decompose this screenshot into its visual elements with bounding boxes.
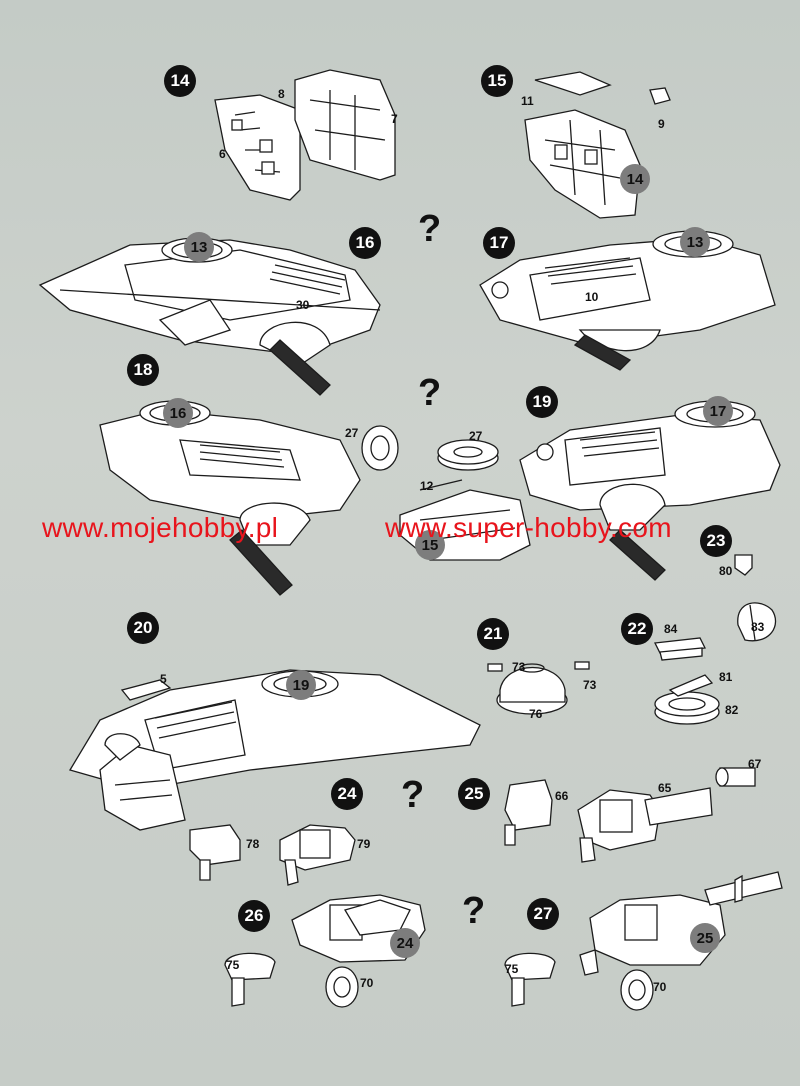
- step-number-26: 26: [238, 900, 270, 932]
- step-15-parts: [524, 71, 671, 219]
- step-17-hull: [479, 230, 776, 371]
- part-number: 79: [357, 837, 371, 851]
- part-number: 27: [469, 429, 483, 443]
- step-number-19: 19: [526, 386, 558, 418]
- step-number-20: 20: [127, 612, 159, 644]
- question-mark-icon: ?: [418, 208, 442, 250]
- part-number: 70: [360, 976, 374, 990]
- part-number: 66: [555, 789, 569, 803]
- step-27-parts: [504, 871, 783, 1011]
- watermark-mojehobby: www.mojehobby.pl: [42, 512, 279, 543]
- ref-circle-17: 17: [703, 396, 733, 426]
- step-16-hull: [38, 237, 381, 396]
- step-26-parts: [224, 894, 426, 1008]
- step-number-17: 17: [483, 227, 515, 259]
- step-number-22: 22: [621, 613, 653, 645]
- step-14-parts: [214, 69, 396, 201]
- step-24-parts: [189, 824, 356, 886]
- part-number: 81: [719, 670, 733, 684]
- part-number: 5: [160, 672, 167, 686]
- step-23-parts: [734, 554, 777, 642]
- step-number-21: 21: [477, 618, 509, 650]
- step-19-hull: [519, 400, 781, 581]
- part-number: 30: [296, 298, 310, 312]
- ref-circle-15: 15: [415, 530, 445, 560]
- question-mark-icon: ?: [462, 890, 486, 932]
- part-number: 6: [219, 147, 226, 161]
- part-number: 80: [719, 564, 733, 578]
- step-25-parts: [504, 767, 756, 863]
- step-18-hull: [99, 400, 399, 596]
- ref-circle-16: 16: [163, 398, 193, 428]
- part-number: 12: [420, 479, 434, 493]
- step-number-24: 24: [331, 778, 363, 810]
- part-number: 76: [529, 707, 543, 721]
- ref-circle-24: 24: [390, 928, 420, 958]
- step-22-parts: [654, 637, 720, 725]
- part-number: 7: [391, 112, 398, 126]
- part-number: 11: [521, 94, 534, 108]
- step-21-parts: [487, 661, 590, 715]
- part-number: 73: [512, 660, 526, 674]
- step-number-27: 27: [527, 898, 559, 930]
- part-number: 78: [246, 837, 260, 851]
- part-number: 75: [505, 962, 519, 976]
- step-number-15: 15: [481, 65, 513, 97]
- part-number: 84: [664, 622, 678, 636]
- part-number: 67: [748, 757, 762, 771]
- part-number: 10: [585, 290, 599, 304]
- ref-circle-25: 25: [690, 923, 720, 953]
- part-number: 8: [278, 87, 285, 101]
- step-number-23: 23: [700, 525, 732, 557]
- question-mark-icon: ?: [418, 372, 442, 414]
- part-number: 9: [658, 117, 665, 131]
- ref-circle-13: 13: [184, 232, 214, 262]
- part-number: 65: [658, 781, 672, 795]
- part-number: 73: [583, 678, 597, 692]
- part-number: 82: [725, 703, 739, 717]
- step-number-14: 14: [164, 65, 196, 97]
- question-mark-icon: ?: [401, 774, 425, 816]
- step-number-16: 16: [349, 227, 381, 259]
- part-number: 27: [345, 426, 359, 440]
- part-number: 70: [653, 980, 667, 994]
- ref-circle-19: 19: [286, 670, 316, 700]
- step-number-18: 18: [127, 354, 159, 386]
- step-number-25: 25: [458, 778, 490, 810]
- ref-circle-14: 14: [620, 164, 650, 194]
- ref-circle-13: 13: [680, 227, 710, 257]
- part-number: 75: [226, 958, 240, 972]
- part-number: 83: [751, 620, 765, 634]
- watermark-super-hobby: www.super-hobby.com: [385, 512, 672, 543]
